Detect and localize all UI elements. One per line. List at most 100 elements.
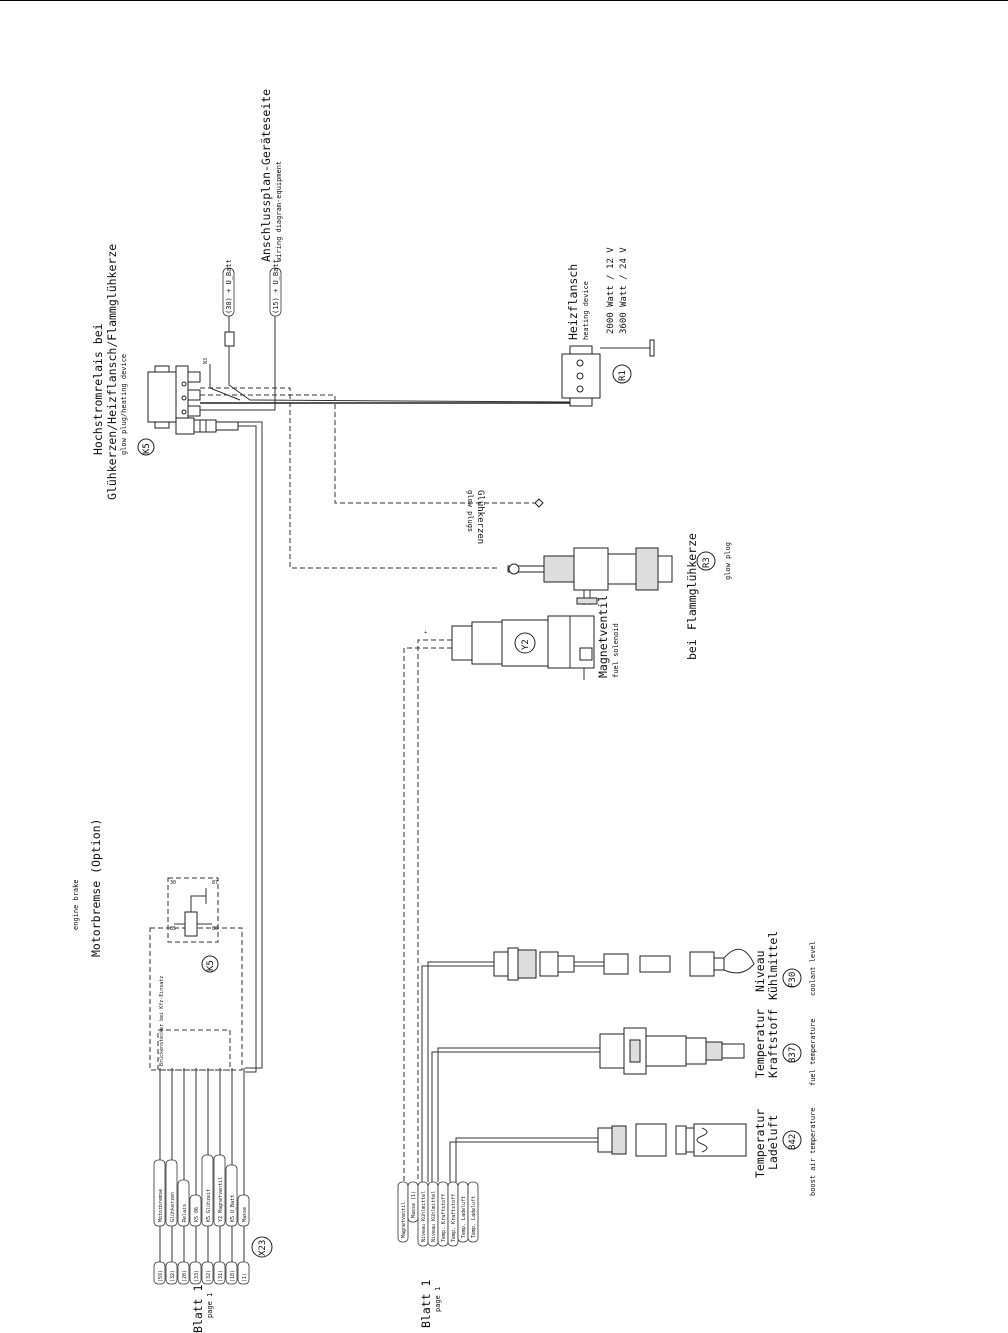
bridge-plug-note: Brückenstecker bei Kfz-Einsatz xyxy=(159,976,165,1066)
glow-plug-terminal xyxy=(534,498,544,508)
x23-label-4: K5 Glühzeit xyxy=(206,1189,212,1222)
x23-terminal-6: (18) xyxy=(230,1270,236,1282)
page-ref-2-subtitle: page 1 xyxy=(434,1287,442,1312)
solenoid-y2-id-circle: Y2 xyxy=(514,632,536,654)
x23-terminal-2: (20) xyxy=(182,1270,188,1282)
x23-label-3: K5 86 xyxy=(194,1207,200,1222)
x23-terminal-1: (32) xyxy=(170,1270,176,1282)
relay-k5-subtitle: glow plug/heating device xyxy=(120,354,128,455)
sensor-wires xyxy=(421,961,600,1182)
lower-tag-2: Niveau Kühlmittel xyxy=(421,1191,427,1242)
flame-plug-r3-id-circle: R3 xyxy=(696,551,716,571)
solenoid-title: Magnetventil xyxy=(596,595,610,678)
glow-plugs-subtitle: glow plugs xyxy=(466,490,474,532)
lower-tag-0: Magnetventil xyxy=(401,1202,407,1238)
heater-r1-spec-24v: 3600 Watt / 24 V xyxy=(619,247,629,334)
supply-terminal-30: (30) + U_Batt xyxy=(222,259,235,317)
heater-r1-subtitle: heating device xyxy=(582,281,590,340)
b37-title-1: Temperatur xyxy=(753,1009,767,1078)
x23-terminal-5: (31) xyxy=(218,1270,224,1282)
lower-tag-6: Temp. Ladeluft xyxy=(461,1196,467,1238)
lower-label-tags: Magnetventil Masse (1) Niveau Kühlmittel… xyxy=(397,1181,479,1247)
fuse xyxy=(224,331,235,347)
page-top-border xyxy=(0,0,1008,1)
flame-plug-prefix: bei xyxy=(685,639,699,660)
b37-subtitle: fuel temperature xyxy=(809,1019,817,1086)
lower-tag-3: Niveau Kühlmittel xyxy=(431,1191,437,1242)
f30-subtitle: coolant level xyxy=(809,941,817,996)
b42-title-1: Temperatur xyxy=(753,1109,767,1178)
fuel-temperature-sensor-b37 xyxy=(599,1027,745,1075)
svg-text:F30: F30 xyxy=(788,972,798,988)
heater-r1-spec-12v: 2000 Watt / 12 V xyxy=(606,247,616,334)
engine-brake-title: Motorbremse (Option) xyxy=(89,819,103,957)
connection-plan-subtitle: wiring diagram-equipment xyxy=(275,161,283,262)
engine-brake-relay xyxy=(167,877,219,943)
heater-r1-title: Heizflansch xyxy=(566,264,580,340)
f30-title-2: Kühlmittel xyxy=(766,931,780,1000)
boost-air-temperature-sensor-b42 xyxy=(597,1123,747,1157)
svg-text:R1: R1 xyxy=(618,370,628,381)
sensor-b42-id-circle: B42 xyxy=(782,1130,802,1150)
relay-k5 xyxy=(147,365,201,429)
relay-k5-title-line1: Hochstromrelais bei xyxy=(91,323,105,455)
x23-terminal-7: (1) xyxy=(242,1273,248,1282)
x23-label-0: Motorbremse xyxy=(158,1189,164,1222)
svg-text:K5: K5 xyxy=(142,443,152,454)
page-ref-2-title: Blatt 1 xyxy=(419,1279,433,1328)
svg-text:Y2: Y2 xyxy=(521,639,531,650)
x23-terminal-tags: (59) (32) (20) (33) (32) (31) (18) (1) xyxy=(153,1261,250,1285)
b42-title-2: Ladeluft xyxy=(766,1115,780,1170)
x23-label-2: Relais xyxy=(182,1204,188,1222)
page-ref-1-subtitle: page 1 xyxy=(206,1293,214,1318)
engine-brake-subtitle: engine brake xyxy=(72,879,80,930)
lower-tag-7: Temp. Ladeluft xyxy=(471,1196,477,1238)
sensor-b37-id-circle: B37 xyxy=(782,1043,802,1063)
x23-label-5: Y2 Magnetventil xyxy=(218,1177,224,1222)
coolant-level-sensor-f30 xyxy=(493,947,755,981)
x23-id-circle: X23 xyxy=(251,1236,273,1258)
brake-relay-pin-30: 30 xyxy=(170,880,176,886)
svg-text:R3: R3 xyxy=(702,557,712,568)
b42-subtitle: boost air temperature xyxy=(809,1107,817,1196)
flame-plug-title: Flammglühkerze xyxy=(685,533,699,630)
x23-label-1: Glühkerzen xyxy=(170,1192,176,1222)
sensor-f30-id-circle: F30 xyxy=(782,968,802,988)
connection-plan-title: Anschlussplan-Geräteseite xyxy=(259,89,273,262)
glow-plugs-title: Glühkerzen xyxy=(475,490,485,544)
lower-tag-5: Temp. Kraftstoff xyxy=(451,1194,457,1242)
supply-terminal-15: (15) + U_Batt xyxy=(269,259,282,317)
relay-pin-label: N3 xyxy=(203,358,209,364)
relay-k5-id-circle: K5 xyxy=(137,438,155,456)
page-ref-1-title: Blatt 1 xyxy=(191,1284,205,1333)
brake-relay-pin-85: 85 xyxy=(170,926,176,932)
bridge-plug-box xyxy=(157,1029,231,1071)
solenoid-plus-sign: + xyxy=(424,630,427,636)
svg-text:X23: X23 xyxy=(258,1240,268,1256)
relay-k5-title-line2: Glühkerzen/Heizflansch/Flammglühkerze xyxy=(105,244,119,500)
svg-text:B37: B37 xyxy=(788,1047,798,1063)
lower-tag-4: Temp. Kraftstoff xyxy=(441,1194,447,1242)
solenoid-subtitle: fuel solenoid xyxy=(612,623,620,678)
x23-label-texts: Motorbremse Glühkerzen Relais K5 86 K5 G… xyxy=(158,1177,248,1222)
svg-text:K5: K5 xyxy=(206,960,216,971)
flame-plug-subtitle: glow plug xyxy=(724,542,732,580)
lower-tag-1: Masse (1) xyxy=(411,1191,417,1218)
x23-terminal-0: (59) xyxy=(158,1270,164,1282)
b37-title-2: Kraftstoff xyxy=(766,1009,780,1078)
brake-relay-pin-86: 86 xyxy=(212,926,218,932)
flame-glow-plug-r3 xyxy=(507,547,673,605)
relay-k5-connector xyxy=(175,417,239,435)
f30-title-1: Niveau xyxy=(753,950,767,992)
svg-text:(30) + U_Batt: (30) + U_Batt xyxy=(225,259,233,314)
x23-label-7: Masse xyxy=(242,1207,248,1222)
brake-relay-id-circle: K5 xyxy=(201,955,219,973)
x23-terminal-3: (33) xyxy=(194,1270,200,1282)
brake-relay-pin-87: 87 xyxy=(212,880,218,886)
svg-text:B42: B42 xyxy=(788,1134,798,1150)
heater-r1 xyxy=(561,339,655,407)
heater-r1-id-circle: R1 xyxy=(612,364,632,384)
svg-text:(15) + U_Batt: (15) + U_Batt xyxy=(272,259,280,314)
x23-terminal-4: (32) xyxy=(206,1270,212,1282)
